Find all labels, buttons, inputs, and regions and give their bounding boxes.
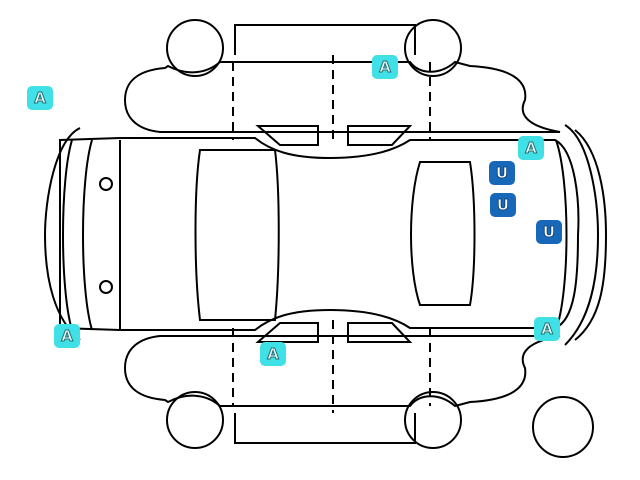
- damage-badge-a[interactable]: A: [372, 55, 398, 79]
- damage-badge-a[interactable]: A: [54, 324, 80, 348]
- wheel-bottom-right: [404, 391, 462, 449]
- damage-badge-a[interactable]: A: [260, 342, 286, 366]
- damage-badge-a[interactable]: A: [534, 317, 560, 341]
- spare-tire: [532, 396, 594, 458]
- damage-badge-a[interactable]: A: [518, 136, 544, 160]
- damage-badge-u[interactable]: U: [489, 161, 515, 185]
- damage-badge-u[interactable]: U: [490, 193, 516, 217]
- damage-badge-a[interactable]: A: [27, 86, 53, 110]
- wheel-top-right: [404, 19, 462, 77]
- wheel-top-left: [166, 19, 224, 77]
- wheel-bottom-left: [166, 391, 224, 449]
- damage-badge-u[interactable]: U: [536, 220, 562, 244]
